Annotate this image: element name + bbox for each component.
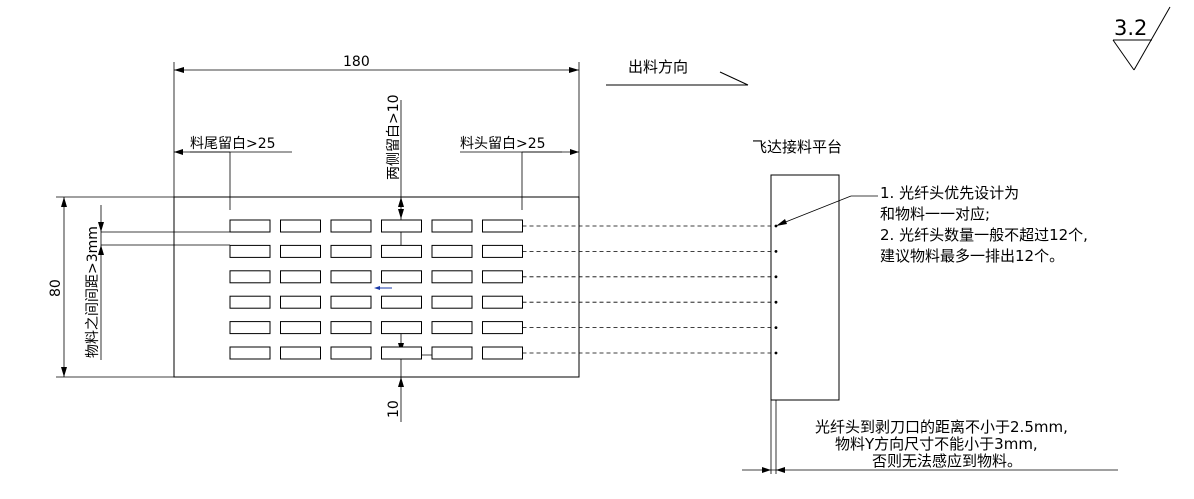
note-line-2: 和物料一一对应; — [880, 205, 990, 223]
height-dimension: 80 — [48, 196, 174, 378]
material-slot — [431, 244, 473, 258]
tail-margin-dimension: 料尾留白>25 — [174, 136, 292, 210]
material-slot — [229, 219, 271, 233]
blade-distance-dimension — [742, 400, 1118, 474]
head-margin-dimension: 料头留白>25 — [460, 136, 579, 210]
surface-finish-value: 3.2 — [1114, 16, 1147, 40]
material-slot — [280, 295, 321, 309]
side-margin-text: 两侧留白>10 — [386, 94, 402, 180]
material-slot — [482, 321, 523, 335]
material-slot — [381, 270, 422, 284]
pitch-dimension: 物料之间间距>3mm — [85, 205, 230, 360]
material-slot — [381, 219, 422, 233]
material-slot — [280, 270, 321, 284]
material-slot — [330, 219, 372, 233]
material-slot — [280, 219, 321, 233]
fiber-sensor-point — [774, 250, 778, 253]
material-slot — [381, 346, 422, 360]
outlet-direction-marker: 出料方向 — [606, 58, 749, 86]
material-slot — [482, 295, 523, 309]
material-slot — [381, 295, 422, 309]
material-slot — [330, 321, 372, 335]
outlet-direction-label: 出料方向 — [628, 58, 688, 76]
material-slot — [280, 346, 321, 360]
notes-leader — [776, 195, 878, 226]
material-slot — [431, 346, 473, 360]
notes: 1. 光纤头优先设计为 和物料一一对应; 2. 光纤头数量一般不超过12个, 建… — [880, 184, 1088, 265]
fiber-sensor-point — [774, 326, 778, 329]
material-slot — [229, 244, 271, 258]
fiber-sensor-point — [774, 300, 778, 304]
note-line-1: 1. 光纤头优先设计为 — [880, 184, 1019, 202]
feeder-platform: 飞达接料平台 — [752, 138, 842, 401]
material-slot — [229, 346, 271, 360]
head-margin-text: 料头留白>25 — [460, 136, 546, 152]
material-slot — [229, 295, 271, 309]
material-slot — [229, 321, 271, 335]
note-line-4: 建议物料最多一排出12个。 — [880, 247, 1064, 265]
material-slots — [229, 219, 523, 360]
material-slot — [381, 321, 422, 335]
material-slot — [330, 270, 372, 284]
surface-finish-symbol: 3.2 — [1112, 6, 1171, 71]
material-slot — [431, 295, 473, 309]
material-slot — [330, 346, 372, 360]
bottom-margin-dimension: 10 — [386, 326, 470, 422]
origin-marker — [374, 286, 392, 290]
material-slot — [431, 321, 473, 335]
bottom-notes: 光纤头到剥刀口的距离不小于2.5mm, 物料Y方向尺寸不能小于3mm, 否则无法… — [815, 418, 1068, 470]
pitch-dimension-text: 物料之间间距>3mm — [85, 226, 101, 358]
bottom-note-line-1: 光纤头到剥刀口的距离不小于2.5mm, — [815, 418, 1068, 436]
material-slot — [482, 346, 523, 360]
side-margin-dimension: 两侧留白>10 — [386, 94, 404, 247]
material-slot — [381, 244, 422, 258]
width-dimension-text: 180 — [343, 54, 370, 70]
fiber-sensor-point — [774, 275, 778, 279]
material-plate — [173, 196, 580, 378]
tail-margin-text: 料尾留白>25 — [190, 136, 276, 152]
material-slot — [431, 219, 473, 233]
bottom-note-line-2: 物料Y方向尺寸不能小于3mm, — [835, 435, 1038, 453]
material-slot — [482, 270, 523, 284]
material-slot — [280, 244, 321, 258]
note-line-3: 2. 光纤头数量一般不超过12个, — [880, 226, 1088, 244]
material-slot — [229, 270, 271, 284]
sensor-lines — [522, 224, 778, 355]
bottom-note-line-3: 否则无法感应到物料。 — [872, 452, 1022, 470]
material-slot — [330, 244, 372, 258]
height-dimension-text: 80 — [48, 279, 64, 297]
width-dimension: 180 — [173, 54, 580, 197]
platform-label: 飞达接料平台 — [752, 138, 842, 156]
material-slot — [482, 219, 523, 233]
material-slot — [330, 295, 372, 309]
material-slot — [431, 270, 473, 284]
bottom-margin-text: 10 — [386, 400, 402, 418]
material-slot — [280, 321, 321, 335]
fiber-sensor-point — [774, 351, 778, 355]
material-slot — [482, 244, 523, 258]
